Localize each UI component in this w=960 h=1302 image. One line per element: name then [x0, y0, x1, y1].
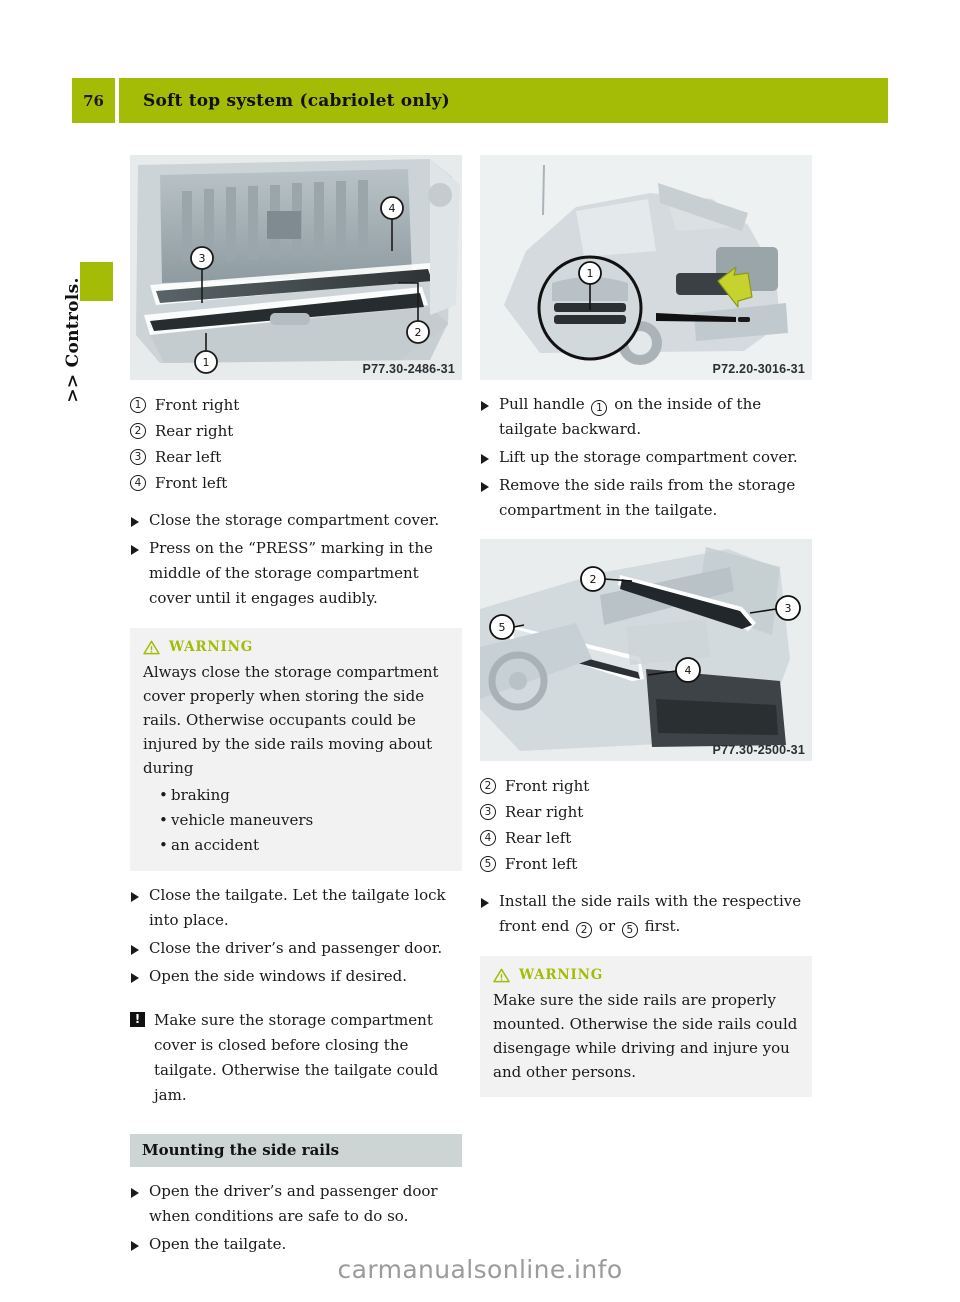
list-item: Open the driver’s and passenger door whe…: [130, 1179, 462, 1229]
list-item: 4 Rear left: [480, 825, 812, 851]
svg-text:2: 2: [415, 326, 422, 339]
list-item: 2 Front right: [480, 773, 812, 799]
warning-body: Always close the storage compartment cov…: [143, 663, 439, 777]
callout-label: Rear left: [155, 448, 222, 466]
step-text-post: first.: [639, 917, 681, 935]
legend-list-left: 1 Front right 2 Rear right 3 Rear left 4…: [130, 392, 462, 496]
svg-text:4: 4: [685, 664, 692, 677]
chapter-label: >> Controls.: [63, 277, 83, 403]
figure-tailgate-storage: 4 2 3 1 P77.30-2486-31: [130, 155, 462, 380]
callout-number-inline: 2: [576, 922, 593, 938]
note-box-storage-cover: ! Make sure the storage compartment cove…: [130, 1008, 462, 1108]
page-header: 76 Soft top system (cabriolet only): [72, 78, 888, 123]
list-item: an accident: [159, 833, 449, 858]
warning-header: WARNING: [143, 639, 449, 655]
step-text-mid: or: [594, 917, 620, 935]
figure-caption: P77.30-2486-31: [362, 362, 455, 376]
chapter-tab-marker: [80, 262, 113, 301]
callout-label: Front right: [505, 777, 590, 795]
list-item: Press on the “PRESS” marking in the midd…: [130, 536, 462, 611]
page-title: Soft top system (cabriolet only): [119, 78, 888, 123]
list-item: Close the tailgate. Let the tailgate loc…: [130, 883, 462, 933]
list-item: 3 Rear left: [130, 444, 462, 470]
legend-list-right: 2 Front right 3 Rear right 4 Rear left 5…: [480, 773, 812, 877]
figure-tailgate-handle: 1 P72.20-3016-31: [480, 155, 812, 380]
list-item: 4 Front left: [130, 470, 462, 496]
warning-bullet-list: braking vehicle maneuvers an accident: [143, 783, 449, 858]
warning-box-storage-cover: WARNING Always close the storage compart…: [130, 628, 462, 871]
warning-label: WARNING: [169, 639, 254, 655]
warning-triangle-icon: [493, 968, 510, 982]
warning-header: WARNING: [493, 967, 799, 983]
svg-text:3: 3: [785, 602, 792, 615]
figure-caption: P72.20-3016-31: [712, 362, 805, 376]
note-text: Make sure the storage compartment cover …: [154, 1011, 439, 1104]
step-text-pre: Install the side rails with the respecti…: [499, 892, 802, 935]
step-text-post: on the inside of the tailgate backward.: [499, 395, 762, 438]
step-list-mounting: Open the driver’s and passenger door whe…: [130, 1179, 462, 1257]
svg-text:2: 2: [590, 573, 597, 586]
figure-tailgate-handle-graphic: 1: [480, 155, 812, 380]
list-item: Close the driver’s and passenger door.: [130, 936, 462, 961]
callout-number: 2: [130, 423, 146, 439]
list-item: Pull handle 1 on the inside of the tailg…: [480, 392, 812, 442]
callout-number: 3: [130, 449, 146, 465]
callout-number: 4: [130, 475, 146, 491]
exclamation-icon: !: [130, 1012, 145, 1027]
figure-side-rails-cabin-graphic: 2 3 4 5: [480, 539, 812, 761]
svg-text:4: 4: [389, 202, 396, 215]
callout-number: 2: [480, 778, 496, 794]
list-item: 2 Rear right: [130, 418, 462, 444]
callout-label: Front left: [155, 474, 228, 492]
callout-label: Front left: [505, 855, 578, 873]
callout-number: 5: [480, 856, 496, 872]
list-item: 1 Front right: [130, 392, 462, 418]
callout-number: 1: [130, 397, 146, 413]
watermark: carmanualsonline.info: [337, 1255, 623, 1284]
callout-number: 3: [480, 804, 496, 820]
list-item: Open the tailgate.: [130, 1232, 462, 1257]
warning-body: Make sure the side rails are properly mo…: [493, 991, 798, 1081]
warning-label: WARNING: [519, 967, 604, 983]
step-list-close-cover: Close the storage compartment cover. Pre…: [130, 508, 462, 611]
step-text-pre: Pull handle: [499, 395, 590, 413]
step-list-remove-rails: Pull handle 1 on the inside of the tailg…: [480, 392, 812, 523]
list-item: 3 Rear right: [480, 799, 812, 825]
svg-text:3: 3: [199, 252, 206, 265]
callout-number-inline: 1: [591, 400, 608, 416]
figure-side-rails-cabin: 2 3 4 5 P77.30-2500-31: [480, 539, 812, 761]
list-item: Install the side rails with the respecti…: [480, 889, 812, 939]
list-item: vehicle maneuvers: [159, 808, 449, 833]
callout-label: Rear right: [155, 422, 234, 440]
list-item: Open the side windows if desired.: [130, 964, 462, 989]
callout-label: Front right: [155, 396, 240, 414]
svg-text:5: 5: [499, 621, 506, 634]
list-item: 5 Front left: [480, 851, 812, 877]
step-list-close-tailgate: Close the tailgate. Let the tailgate loc…: [130, 883, 462, 989]
svg-text:1: 1: [203, 356, 210, 369]
callout-label: Rear right: [505, 803, 584, 821]
warning-box-mounting: WARNING Make sure the side rails are pro…: [480, 956, 812, 1097]
list-item: braking: [159, 783, 449, 808]
figure-caption: P77.30-2500-31: [712, 743, 805, 757]
callout-label: Rear left: [505, 829, 572, 847]
svg-text:1: 1: [587, 267, 594, 280]
left-column: 4 2 3 1 P77.30-2486-31 1 Front right 2 R…: [130, 155, 462, 1260]
right-column: 1 P72.20-3016-31 Pull handle 1 on the in…: [480, 155, 812, 1097]
step-list-install-rails: Install the side rails with the respecti…: [480, 889, 812, 939]
subsection-heading-mounting: Mounting the side rails: [130, 1134, 462, 1167]
list-item: Close the storage compartment cover.: [130, 508, 462, 533]
page-number: 76: [72, 78, 115, 123]
warning-triangle-icon: [143, 640, 160, 654]
figure-tailgate-storage-graphic: 4 2 3 1: [130, 155, 462, 380]
list-item: Lift up the storage compartment cover.: [480, 445, 812, 470]
list-item: Remove the side rails from the storage c…: [480, 473, 812, 523]
callout-number: 4: [480, 830, 496, 846]
callout-number-inline: 5: [621, 922, 638, 938]
